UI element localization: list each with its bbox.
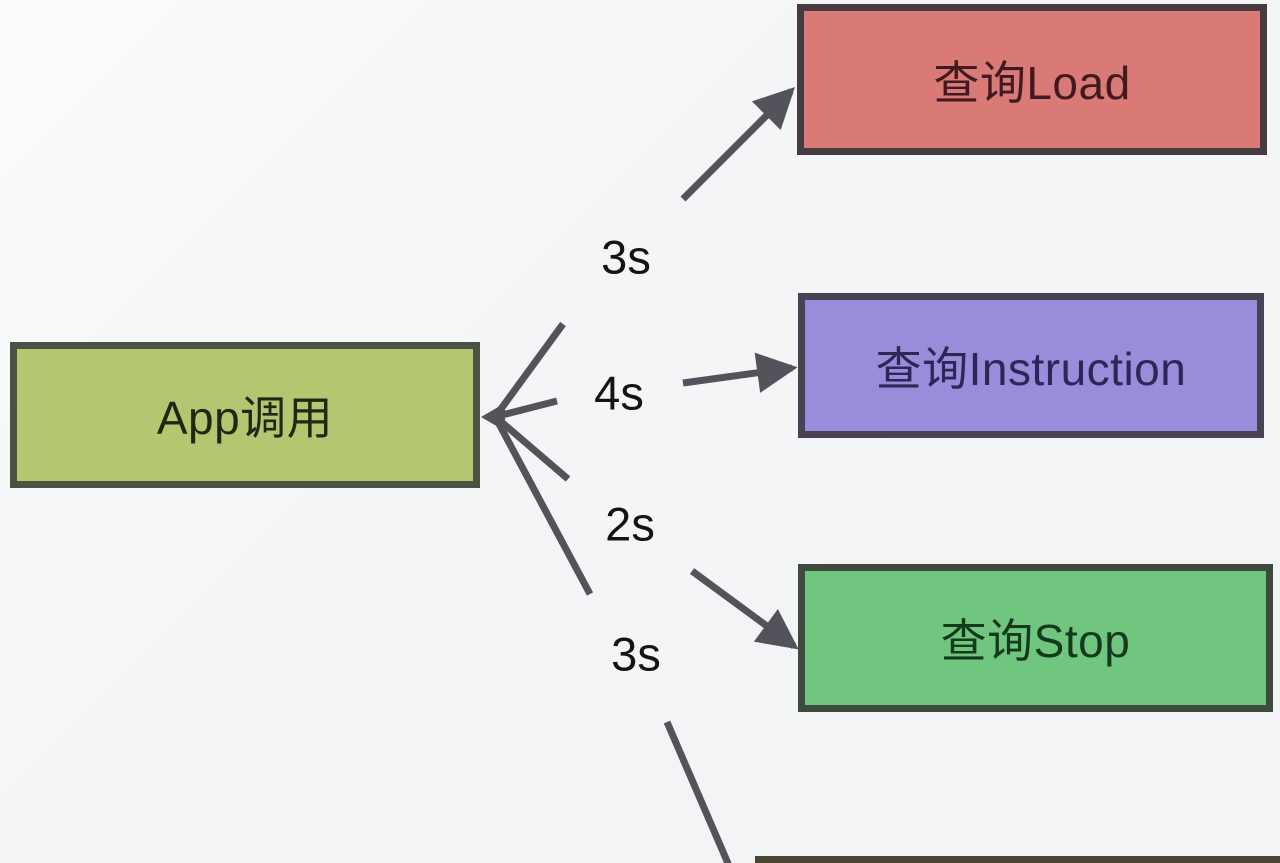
node-query-load-label: 查询Load — [933, 56, 1131, 109]
node-query-load: 查询Load — [797, 4, 1267, 155]
edge-label-instruction-duration: 4s — [594, 366, 644, 420]
edge-app-to-instruction — [497, 352, 798, 420]
fan-arrowhead-icon — [481, 403, 505, 431]
edge-label-load-duration: 3s — [601, 230, 651, 284]
node-app-label: App调用 — [156, 392, 334, 444]
node-bottom-partial — [755, 856, 1280, 863]
node-query-stop-label: 查询Stop — [940, 615, 1131, 667]
node-query-instruction-label: 查询Instruction — [875, 342, 1187, 395]
edge-label-stop-duration: 2s — [605, 497, 655, 551]
edge-label-bottom-duration: 3s — [611, 627, 661, 681]
node-app: App调用 — [10, 342, 480, 488]
node-query-stop: 查询Stop — [798, 564, 1273, 712]
node-query-instruction: 查询Instruction — [798, 293, 1264, 438]
